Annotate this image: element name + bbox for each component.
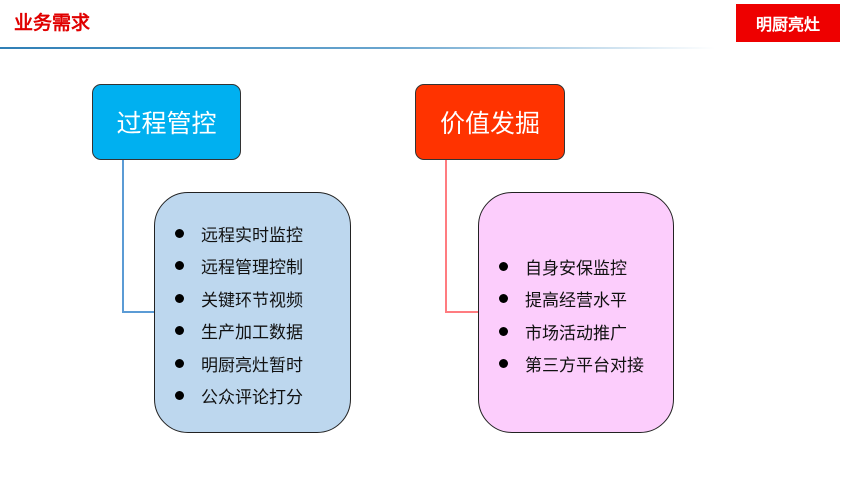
list-item: 远程实时监控 [155,217,350,250]
list-item: 生产加工数据 [155,315,350,348]
list-item: 市场活动推广 [479,315,673,348]
list-item-label: 关键环节视频 [201,290,303,311]
process-control-card: 远程实时监控 远程管理控制 关键环节视频 生产加工数据 明厨亮灶暂时 公众评论打… [154,192,351,433]
heading-value-discovery: 价值发掘 [415,84,565,160]
title-divider [0,47,715,49]
value-discovery-card: 自身安保监控 提高经营水平 市场活动推广 第三方平台对接 [478,192,674,433]
page-title: 业务需求 [14,12,91,34]
bullet-icon [175,261,184,271]
list-item-label: 市场活动推广 [525,323,627,344]
bullet-icon [175,228,184,238]
brand-badge: 明厨亮灶 [736,4,840,42]
bullet-icon [499,261,508,271]
list-item: 明厨亮灶暂时 [155,347,350,380]
bullet-icon [175,358,184,368]
list-item-label: 生产加工数据 [201,323,303,344]
right-connector [445,160,478,313]
bullet-icon [499,294,508,304]
left-connector [122,160,154,313]
list-item: 提高经营水平 [479,283,673,316]
list-item: 远程管理控制 [155,250,350,283]
list-item: 自身安保监控 [479,250,673,283]
list-item: 第三方平台对接 [479,348,673,381]
list-item-label: 自身安保监控 [525,258,627,279]
process-control-list: 远程实时监控 远程管理控制 关键环节视频 生产加工数据 明厨亮灶暂时 公众评论打… [155,217,350,412]
bullet-icon [175,293,184,303]
value-discovery-list: 自身安保监控 提高经营水平 市场活动推广 第三方平台对接 [479,250,673,380]
list-item-label: 提高经营水平 [525,291,627,312]
bullet-icon [499,359,508,369]
bullet-icon [175,391,184,401]
list-item-label: 远程实时监控 [201,225,303,246]
heading-process-control: 过程管控 [92,84,241,160]
list-item-label: 公众评论打分 [201,388,303,409]
bullet-icon [499,326,508,336]
list-item: 公众评论打分 [155,380,350,413]
list-item: 关键环节视频 [155,282,350,315]
list-item-label: 远程管理控制 [201,258,303,279]
bullet-icon [175,326,184,336]
list-item-label: 第三方平台对接 [525,356,644,377]
list-item-label: 明厨亮灶暂时 [201,355,303,376]
